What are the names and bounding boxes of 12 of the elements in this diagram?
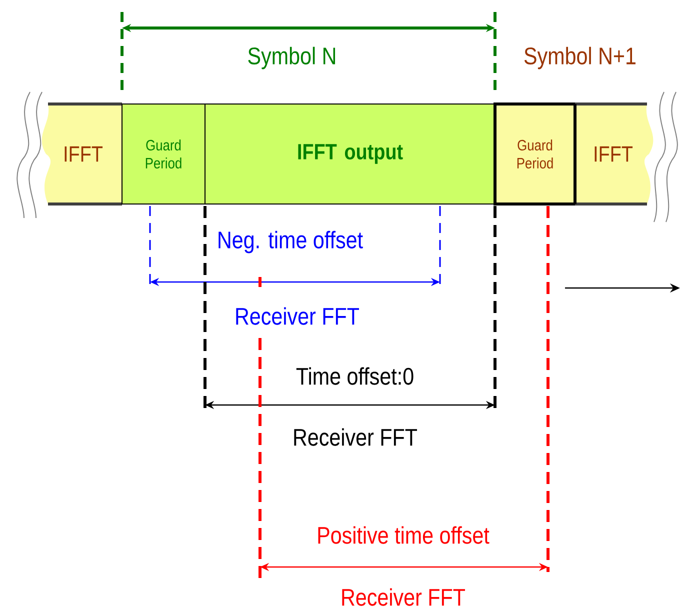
dimension-label: Neg. time offset <box>218 230 363 254</box>
band-segment: IFFT <box>574 102 654 206</box>
dimension-label: Receiver FFT <box>294 428 417 446</box>
dimension-label: Receiver FFT <box>342 588 465 606</box>
dimension-label: Symbol N+1 <box>524 46 636 70</box>
dimension-label: Symbol N <box>248 46 336 70</box>
dimension-label: Time offset:0 <box>296 367 414 385</box>
band-segment: Guard Period <box>122 104 206 204</box>
dimension-label: Receiver FFT <box>236 307 359 325</box>
band-segment: Guard Period <box>494 102 576 206</box>
band-segment: IFFT <box>42 102 124 206</box>
dimension-label: Positive time offset <box>318 526 490 544</box>
